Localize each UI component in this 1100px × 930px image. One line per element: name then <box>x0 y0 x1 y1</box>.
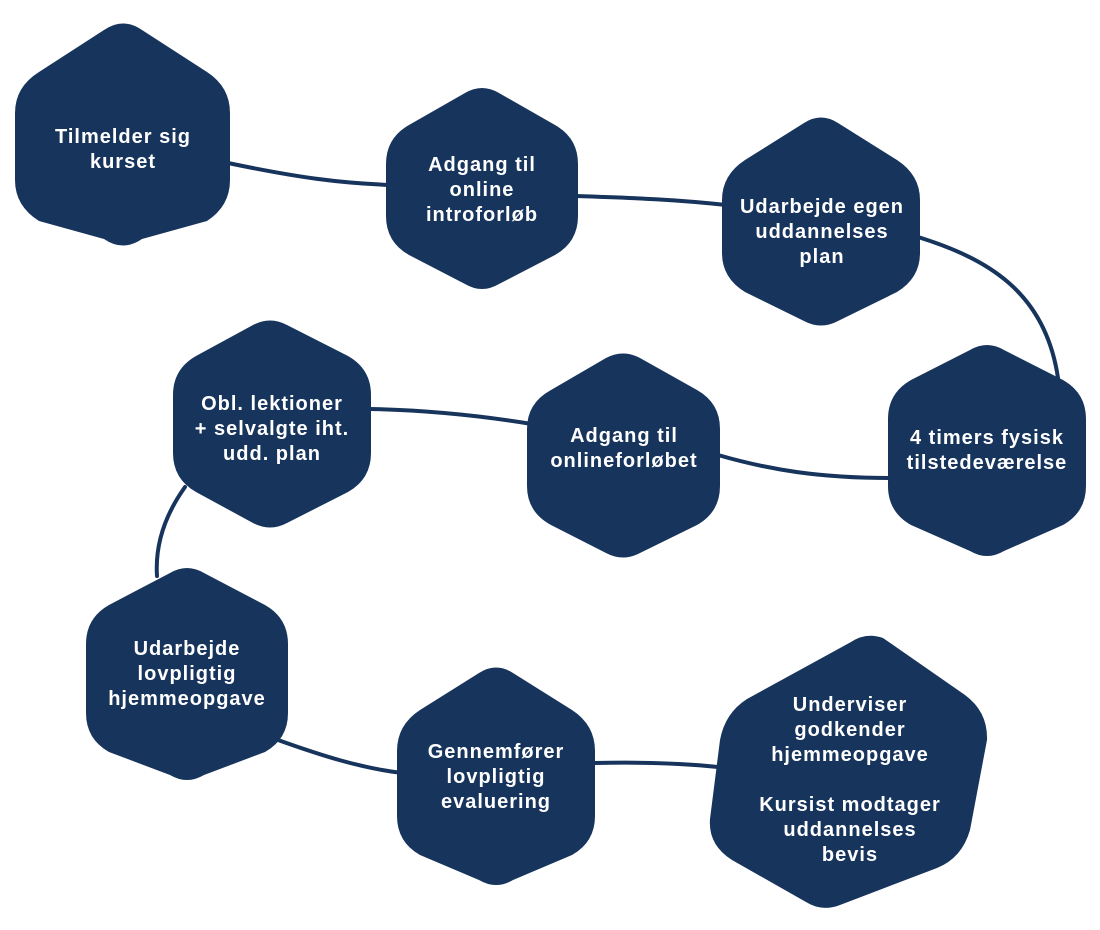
step-8-hexagon <box>397 667 595 885</box>
nodes <box>15 23 1086 908</box>
step-7-hexagon <box>86 568 288 780</box>
step-2-hexagon <box>386 88 578 289</box>
connectors <box>154 161 1060 775</box>
connector-7-8 <box>276 738 404 775</box>
connector-2-3 <box>573 194 728 207</box>
connector-3-4 <box>916 235 1060 380</box>
connector-8-9 <box>593 760 720 769</box>
step-4-hexagon <box>888 345 1086 556</box>
connector-4-5 <box>716 453 892 480</box>
connector-5-6 <box>368 407 534 426</box>
step-3-hexagon <box>722 117 920 326</box>
step-5-hexagon <box>527 353 720 558</box>
connector-1-2 <box>226 161 392 187</box>
connector-6-7 <box>154 485 187 578</box>
step-6-hexagon <box>173 320 371 528</box>
step-9-hexagon <box>709 635 988 908</box>
step-1-hexagon <box>15 23 230 246</box>
